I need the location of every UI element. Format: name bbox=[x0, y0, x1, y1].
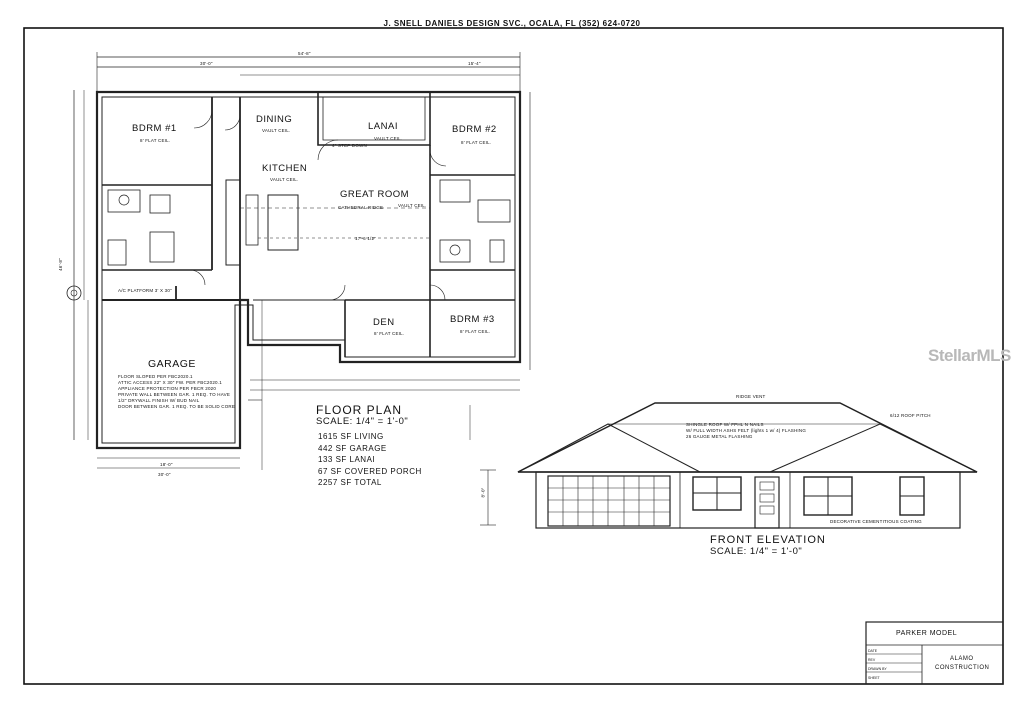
title-block bbox=[865, 621, 1004, 685]
title-block-fields: DATE REV DRAWN BY SHEET bbox=[868, 647, 887, 683]
garage-note: FLOOR SLOPED PER FBC2020.1 bbox=[118, 374, 193, 379]
area-stat-living: 1615 SF LIVING bbox=[318, 432, 384, 441]
floor-plan-title: FLOOR PLAN bbox=[316, 403, 403, 417]
title-block-field: DATE bbox=[868, 649, 878, 653]
room-dining: DINING bbox=[256, 114, 293, 125]
title-block-company-2: CONSTRUCTION bbox=[935, 665, 990, 671]
lanai-ceiling-note: VAULT CEIL. bbox=[374, 136, 403, 141]
room-lanai: LANAI bbox=[368, 121, 398, 132]
bath-vanity bbox=[107, 189, 141, 213]
floor-plan-scale: SCALE: 1/4" = 1'-0" bbox=[316, 416, 409, 427]
title-block-company-1: ALAMO bbox=[950, 656, 974, 662]
roof-spec-notes: SHINGLE ROOF W/ FPHL N NAILS W/ FULL WID… bbox=[686, 422, 806, 440]
lanai-wall bbox=[317, 92, 431, 146]
title-block-field: SHEET bbox=[868, 676, 880, 680]
room-bdrm2: BDRM #2 bbox=[452, 124, 497, 135]
kitchen-ceiling-note: VAULT CEIL. bbox=[270, 177, 299, 182]
front-elevation bbox=[480, 402, 978, 529]
area-stat-lanai: 133 SF LANAI bbox=[318, 455, 376, 464]
shower bbox=[149, 231, 175, 263]
coating-note: DECORATIVE CEMENTITIOUS COATING bbox=[830, 519, 922, 524]
roof-spec-line: W/ FULL WIDTH ASHS FELT (lights 1 w/ 4) … bbox=[686, 428, 807, 433]
title-block-model: PARKER MODEL bbox=[896, 630, 958, 637]
dimension-right-run: 15'-4" bbox=[468, 61, 481, 66]
sheet-border bbox=[23, 27, 1004, 685]
elevation-front-door bbox=[754, 476, 780, 529]
dimension-mid: 17'-6 1/2" bbox=[355, 236, 376, 241]
bath-tub bbox=[477, 199, 511, 223]
garage-note: DOOR BETWEEN GAR. 1 REQ. TO BE SOLID COR… bbox=[118, 404, 236, 409]
dimension-depth: 46'-8" bbox=[57, 258, 63, 271]
utility-meter bbox=[66, 285, 82, 301]
area-stat-porch: 67 SF COVERED PORCH bbox=[318, 466, 422, 476]
title-block-field: REV bbox=[868, 658, 876, 662]
elevation-wall bbox=[535, 471, 961, 529]
dimension-wall-height: 8'-0" bbox=[480, 487, 486, 498]
garage-notes: FLOOR SLOPED PER FBC2020.1 ATTIC ACCESS … bbox=[118, 374, 235, 410]
den-ceiling-note: 8' FLAT CEIL. bbox=[374, 331, 405, 336]
garage-note: PRIVATE WALL BETWEEN GAR. 1 REQ. TO HAVE bbox=[118, 392, 231, 397]
room-bdrm3: BDRM #3 bbox=[450, 314, 495, 325]
garage-note: 1/2" DRYWALL FINISH W/ BUD NAIL bbox=[118, 398, 200, 403]
area-stat-total: 2257 SF TOTAL bbox=[318, 478, 382, 487]
great-room-ceiling-note: VAULT CEIL. bbox=[398, 203, 427, 208]
elevation-title: FRONT ELEVATION bbox=[710, 534, 826, 546]
dining-ceiling-note: VAULT CEIL. bbox=[262, 128, 291, 133]
dimension-garage-width: 18'-0" bbox=[160, 462, 173, 467]
designer-header: J. SNELL DANIELS DESIGN SVC., OCALA, FL … bbox=[0, 19, 1024, 28]
area-stats: 1615 SF LIVING 442 SF GARAGE 133 SF LANA… bbox=[318, 431, 422, 489]
ridge-vent-note: RIDGE VENT bbox=[736, 394, 766, 399]
dimension-bottom-total: 30'-0" bbox=[158, 472, 171, 477]
elevation-garage-door bbox=[547, 475, 671, 527]
room-great-room: GREAT ROOM bbox=[340, 189, 410, 200]
roof-spec-line: SHINGLE ROOF W/ FPHL N NAILS bbox=[686, 422, 764, 427]
dimension-overall: 54'-8" bbox=[298, 51, 311, 56]
bdrm3-ceiling-note: 8' FLAT CEIL. bbox=[460, 329, 491, 334]
room-den: DEN bbox=[373, 317, 395, 328]
room-kitchen: KITCHEN bbox=[262, 163, 308, 174]
lanai-step-note: 4" STEP DOWN bbox=[332, 143, 367, 148]
title-block-field: DRAWN BY bbox=[868, 667, 887, 671]
bdrm1-ceiling-note: 8' FLAT CEIL. bbox=[140, 138, 171, 143]
roof-spec-line: 26 GAUGE METAL FLASHING bbox=[686, 434, 753, 439]
garage-note: APPLIANCE PROTECTION PER FBCR 2020 bbox=[118, 386, 217, 391]
ac-platform-note: A/C PLATFORM 3' X 30" bbox=[118, 288, 172, 293]
elevation-scale: SCALE: 1/4" = 1'-0" bbox=[710, 546, 803, 557]
floor-plan bbox=[66, 52, 531, 470]
kitchen-island bbox=[267, 194, 299, 251]
garage-note: ATTIC ACCESS 22" X 30" FW. PER FBC2020.1 bbox=[118, 380, 222, 385]
watermark: StellarMLS bbox=[928, 346, 1011, 365]
area-stat-garage: 442 SF GARAGE bbox=[318, 443, 387, 453]
room-bdrm1: BDRM #1 bbox=[132, 123, 177, 134]
bdrm2-ceiling-note: 8' FLAT CEIL. bbox=[461, 140, 492, 145]
roof-pitch-note: 6/12 ROOF PITCH bbox=[890, 413, 931, 418]
room-garage: GARAGE bbox=[148, 358, 196, 370]
dimension-left-run: 30'-0" bbox=[200, 61, 213, 66]
cathedral-ridge-note: CATHEDRAL RIDGE bbox=[338, 205, 384, 210]
designer-header-text: J. SNELL DANIELS DESIGN SVC., OCALA, FL … bbox=[377, 19, 647, 28]
